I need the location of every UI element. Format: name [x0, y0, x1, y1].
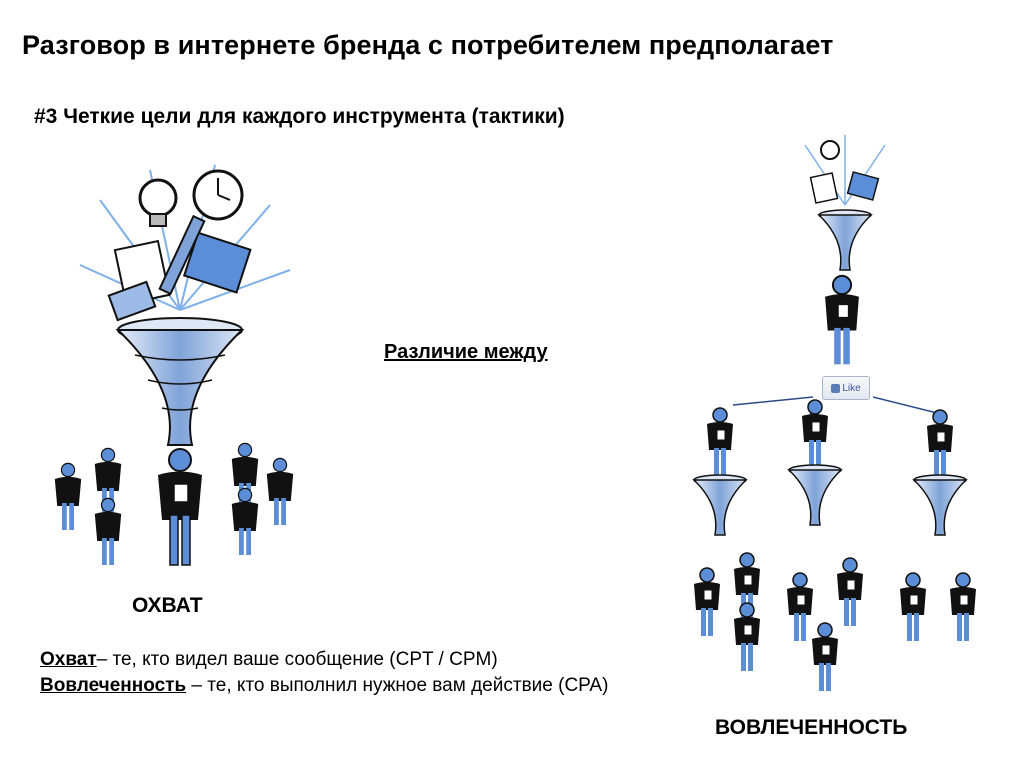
reach-term: Охват	[40, 649, 97, 670]
reach-caption: ОХВАТ	[132, 594, 203, 617]
person-figure	[836, 557, 864, 627]
engagement-illustration	[693, 135, 977, 692]
person-figure	[266, 457, 294, 525]
engagement-term: Вовлеченность	[40, 675, 187, 696]
difference-label: Различие между	[384, 341, 548, 363]
person-figure	[693, 567, 721, 637]
lightbulb-icon	[820, 140, 840, 160]
engagement-text: – те, кто выполнил нужное вам действие (…	[186, 675, 609, 696]
funnel-illustration	[115, 317, 245, 446]
engagement-caption: ВОВЛЕЧЕННОСТЬ	[715, 716, 908, 739]
person-figure	[231, 487, 259, 555]
person-figure	[733, 602, 761, 672]
lightbulb-icon	[138, 178, 178, 227]
like-label: Like	[842, 382, 861, 394]
reach-definition: Охват– те, кто видел ваше сообщение (CPT…	[40, 647, 608, 673]
pencil-icon	[158, 214, 206, 296]
person-figure	[949, 572, 977, 642]
definitions-block: Охват– те, кто видел ваше сообщение (CPT…	[40, 647, 608, 699]
person-figure	[94, 497, 122, 565]
facebook-like-icon	[831, 383, 841, 393]
book-icon	[182, 231, 252, 294]
funnel-illustration	[788, 464, 842, 526]
person-figure	[824, 274, 860, 366]
person-figure	[786, 572, 814, 642]
reach-illustration	[54, 164, 294, 566]
funnel-illustration	[804, 135, 886, 271]
person-figure	[706, 407, 734, 477]
person-figure	[54, 462, 82, 530]
reach-text: – те, кто видел ваше сообщение (CPT / CP…	[96, 649, 498, 670]
person-figure	[899, 572, 927, 642]
card-icon	[107, 280, 157, 322]
funnel-illustration	[693, 474, 747, 536]
person-figure	[158, 448, 202, 566]
like-button: Like	[822, 376, 870, 400]
slide-subtitle: #3 Четкие цели для каждого инструмента (…	[34, 105, 565, 128]
person-figure	[926, 409, 954, 479]
person-figure	[801, 399, 829, 469]
person-figure	[811, 622, 839, 692]
clock-icon	[192, 169, 244, 221]
paper-sheet	[809, 172, 839, 204]
crowd	[54, 442, 294, 566]
book-icon	[846, 171, 880, 201]
slide-title: Разговор в интернете бренда с потребител…	[22, 30, 834, 60]
funnel-illustration	[913, 474, 967, 536]
engagement-definition: Вовлеченность – те, кто выполнил нужное …	[40, 673, 608, 699]
